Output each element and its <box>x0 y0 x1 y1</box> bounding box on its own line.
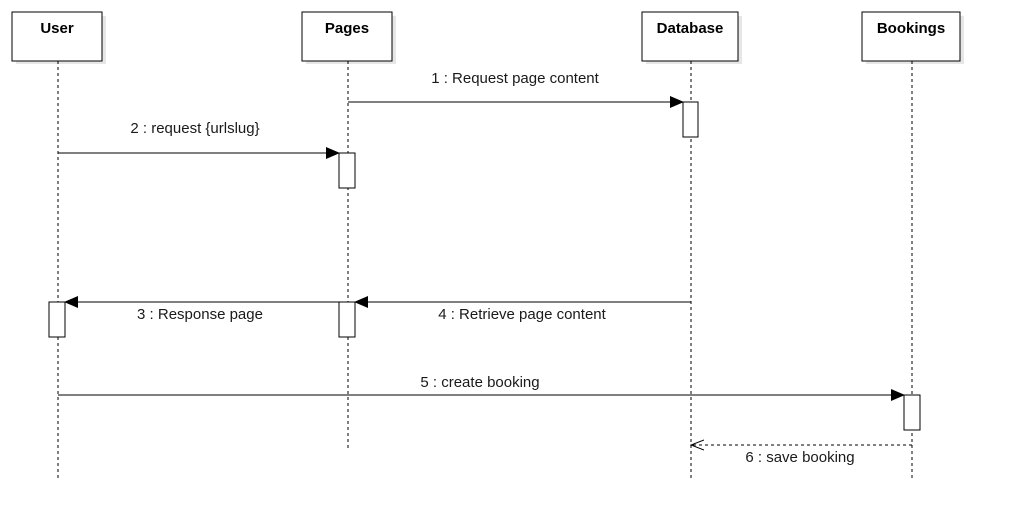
actor-bookings-label: Bookings <box>877 20 945 37</box>
actor-pages-label: Pages <box>325 20 369 37</box>
activation-database <box>682 101 699 138</box>
activation-bookings <box>903 394 921 431</box>
message-1-label: 1 : Request page content <box>431 70 599 87</box>
message-2-label: 2 : request {urlslug} <box>130 120 259 137</box>
activation-pages-2 <box>338 301 356 338</box>
message-5-label: 5 : create booking <box>420 374 539 391</box>
actor-bookings: Bookings <box>861 11 964 64</box>
actor-database-label: Database <box>657 20 724 37</box>
message-4-label: 4 : Retrieve page content <box>438 306 606 323</box>
message-6-label: 6 : save booking <box>745 449 854 466</box>
actor-user-label: User <box>40 20 74 37</box>
actor-pages: Pages <box>301 11 396 64</box>
message-3-label: 3 : Response page <box>137 306 263 323</box>
actor-user: User <box>11 11 106 64</box>
actor-database: Database <box>641 11 742 64</box>
activation-user <box>48 301 66 338</box>
activation-pages-1 <box>338 152 356 189</box>
